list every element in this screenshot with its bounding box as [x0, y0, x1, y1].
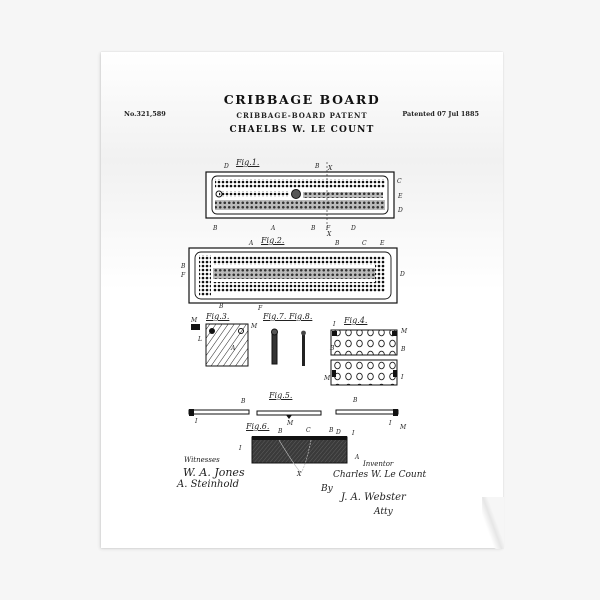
svg-text:I: I	[400, 374, 404, 381]
poster-title: CRIBBAGE BOARD	[223, 92, 381, 107]
svg-text:A: A	[230, 345, 236, 352]
fig1-label: Fig.1.	[236, 158, 260, 167]
figures-7-8	[271, 328, 306, 366]
svg-text:B: B	[329, 345, 335, 352]
svg-text:I: I	[351, 430, 355, 437]
figure-2	[188, 247, 398, 304]
svg-text:B: B	[352, 397, 358, 404]
svg-text:E: E	[397, 193, 403, 200]
svg-text:X: X	[296, 471, 302, 478]
patent-drawing: DBX CED BAB FDX ABC EBF DBF MLM AIM BBM …	[180, 162, 408, 478]
inventor-signature: Charles W. Le Count	[333, 470, 427, 480]
fig6-label: Fig.6.	[246, 422, 270, 431]
figure-6	[251, 436, 348, 474]
svg-text:B: B	[240, 398, 246, 405]
svg-text:M: M	[190, 317, 198, 324]
svg-text:D: D	[223, 163, 229, 170]
svg-text:F: F	[257, 305, 263, 312]
svg-text:B: B	[400, 346, 406, 353]
witness-2-signature: A. Steinhold	[177, 479, 240, 490]
svg-text:F: F	[325, 225, 331, 232]
figure-4	[330, 329, 398, 386]
svg-text:I: I	[388, 420, 392, 427]
svg-text:B: B	[277, 428, 283, 435]
page-curl	[482, 497, 504, 549]
svg-text:F: F	[180, 272, 186, 279]
fig3-label: Fig.3.	[206, 312, 230, 321]
poster-subtitle: CRIBBAGE-BOARD PATENT	[236, 111, 368, 120]
svg-text:A: A	[248, 240, 254, 247]
svg-text:M: M	[323, 375, 331, 382]
inventor-name: CHAELBS W. LE COUNT	[229, 125, 375, 135]
svg-text:D: D	[397, 207, 403, 214]
patent-number: No.321,589	[124, 110, 166, 118]
svg-text:M: M	[399, 424, 407, 431]
svg-text:M: M	[400, 328, 408, 335]
svg-text:I: I	[332, 321, 336, 328]
witness-1-signature: W. A. Jones	[183, 466, 245, 479]
fig4-label: Fig.4.	[344, 316, 368, 325]
witnesses-label: Witnesses	[184, 456, 220, 464]
svg-text:M: M	[286, 420, 294, 427]
svg-text:D: D	[399, 271, 405, 278]
by-label: By	[321, 484, 333, 494]
svg-text:C: C	[306, 427, 311, 434]
svg-text:C: C	[362, 240, 367, 247]
svg-text:A: A	[270, 225, 276, 232]
svg-text:E: E	[379, 240, 385, 247]
attorney-label: Atty	[374, 507, 393, 517]
svg-text:A: A	[354, 454, 360, 461]
figure-3	[191, 323, 249, 367]
svg-text:I: I	[238, 445, 242, 452]
svg-text:B: B	[180, 263, 186, 270]
svg-text:I: I	[194, 418, 198, 425]
svg-text:X: X	[327, 165, 333, 172]
attorney-signature: J. A. Webster	[341, 492, 406, 503]
svg-text:D: D	[335, 429, 341, 436]
figure-5	[188, 409, 399, 419]
svg-text:B: B	[218, 303, 224, 310]
svg-text:B: B	[310, 225, 316, 232]
svg-text:M: M	[250, 323, 258, 330]
svg-text:B: B	[328, 427, 334, 434]
inventor-label: Inventor	[363, 460, 394, 468]
patent-poster: CRIBBAGE BOARD No.321,589 CRIBBAGE-BOARD…	[101, 52, 504, 549]
patent-date: Patented 07 Jul 1885	[402, 110, 479, 118]
figure-1	[205, 162, 395, 230]
fig2-label: Fig.2.	[261, 236, 285, 245]
svg-text:D: D	[350, 225, 356, 232]
svg-text:L: L	[197, 336, 202, 343]
fig5-label: Fig.5.	[269, 391, 293, 400]
svg-text:X: X	[326, 231, 332, 238]
fig78-label: Fig.7. Fig.8.	[263, 312, 313, 321]
svg-text:B: B	[212, 225, 218, 232]
svg-text:C: C	[397, 178, 402, 185]
svg-text:B: B	[314, 163, 320, 170]
svg-text:B: B	[334, 240, 340, 247]
